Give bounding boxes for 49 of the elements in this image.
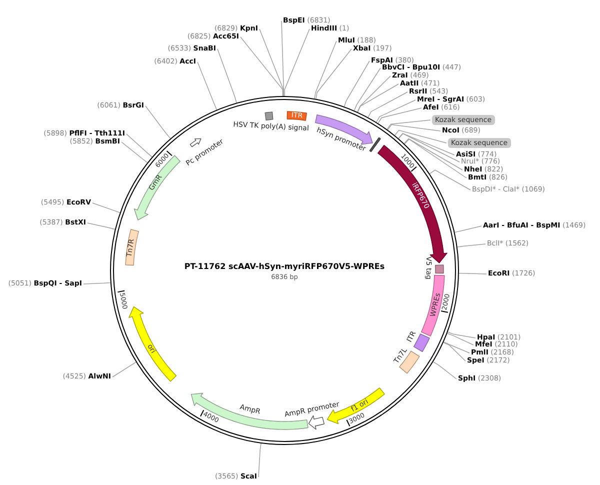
feature-block xyxy=(264,110,274,122)
leader-line xyxy=(404,138,467,178)
feature-block xyxy=(368,136,382,153)
leader-line xyxy=(404,138,463,170)
directional-feature xyxy=(307,414,326,431)
leader-line xyxy=(458,272,487,274)
leader-line xyxy=(378,108,422,124)
leader-line xyxy=(394,130,447,144)
leader-line xyxy=(344,60,370,107)
leader-line xyxy=(217,48,237,104)
leader-line xyxy=(376,100,416,122)
leader-line xyxy=(92,202,120,213)
leader-line xyxy=(316,48,352,100)
leader-line xyxy=(368,92,408,118)
leader-line xyxy=(259,28,284,96)
leader-line xyxy=(357,76,391,112)
leader-line xyxy=(443,342,466,362)
leader-line xyxy=(314,40,337,99)
leader-line xyxy=(398,132,455,156)
leader-line xyxy=(87,222,116,230)
leader-line xyxy=(447,332,476,338)
leader-line xyxy=(281,20,284,96)
leader-line xyxy=(112,362,136,378)
leader-line xyxy=(443,342,470,354)
leader-line xyxy=(457,244,486,248)
feature-block xyxy=(434,263,445,275)
leader-line xyxy=(197,62,218,110)
leader-line xyxy=(429,170,471,190)
leader-line xyxy=(121,142,148,164)
leader-line xyxy=(83,282,111,284)
leader-line xyxy=(354,68,381,111)
leader-line xyxy=(398,133,460,162)
leader-line xyxy=(454,226,482,233)
leader-line xyxy=(446,332,474,346)
leader-line xyxy=(432,361,457,380)
feature-block xyxy=(286,110,308,122)
leader-line xyxy=(145,106,171,139)
directional-feature xyxy=(376,144,449,264)
leader-line xyxy=(284,28,310,96)
directional-feature xyxy=(133,154,182,222)
leader-line xyxy=(386,120,431,130)
feature-block xyxy=(124,228,140,267)
leader-line xyxy=(240,36,284,96)
leader-line xyxy=(357,84,399,112)
leader-line xyxy=(387,124,441,132)
plasmid-name: PT-11762 scAAV-hSyn-myriRFP670V5-WPREs xyxy=(184,263,385,271)
directional-feature xyxy=(127,305,178,383)
leader-line xyxy=(258,443,262,478)
leader-line xyxy=(126,134,152,158)
